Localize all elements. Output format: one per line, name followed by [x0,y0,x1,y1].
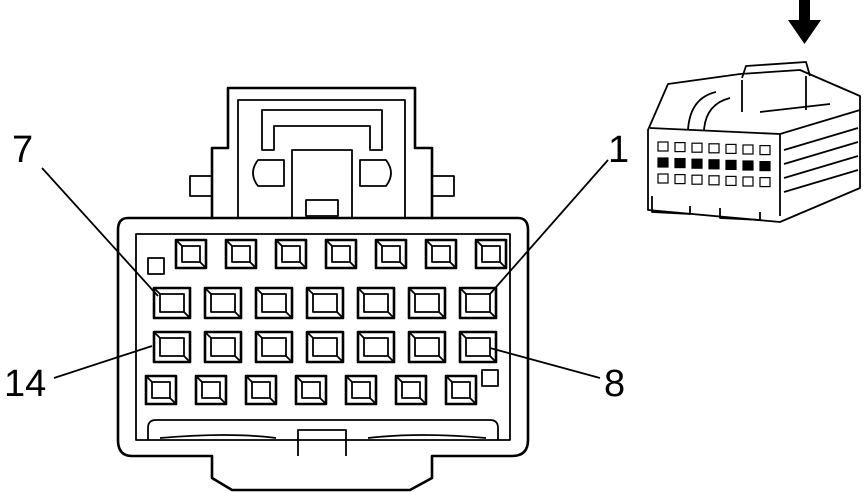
thumb-cavity [657,173,669,184]
thumb-cavity [742,176,754,187]
thumb-cavity [742,160,754,171]
lower-aux-cavity [144,374,178,406]
pin-cavity [458,330,498,364]
thumb-cavity [759,161,771,172]
pin-cavity [254,330,294,364]
pin-label-8: 8 [604,363,625,405]
pin-cavity [254,286,294,320]
thumb-cavity [674,174,686,185]
thumb-cavity [742,144,754,155]
thumb-cavity [708,175,720,186]
pin-cavity [356,330,396,364]
thumb-cavity [691,158,703,169]
latch-inner [237,99,406,218]
lower-aux-cavity [344,374,378,406]
bottom-keyway [297,429,347,456]
upper-aux-cavity [424,238,458,270]
latch-housing [210,86,434,220]
lower-aux-cavity [444,374,478,406]
thumb-face [649,109,861,216]
bottom-rail [147,419,499,440]
housing-outline [116,216,530,492]
thumb-curve-1 [687,91,731,131]
bottom-groove-right [367,434,487,439]
connector-face [116,86,530,492]
pin-label-14: 14 [4,363,46,405]
latch-tab-right [359,159,392,187]
thumb-cavity [725,175,737,186]
thumb-cavity-grid [657,141,771,188]
housing-inner-outline [135,233,511,441]
thumb-cavity [674,158,686,169]
pin-cavity [203,286,243,320]
latch-side-left [189,175,213,197]
pin-cavity [152,286,192,320]
thumb-cavity [691,142,703,153]
connector-isometric-thumbnail [647,61,861,223]
lower-aux-cavity [294,374,328,406]
key-mark-bottom [481,369,499,387]
leader-pin-1 [489,159,609,295]
lower-aux-cavity [244,374,278,406]
latch-tab-left [252,159,285,187]
thumb-cavity [691,174,703,185]
lower-aux-cavity [394,374,428,406]
upper-aux-cavity [324,238,358,270]
bottom-groove-left [159,434,277,439]
pin-cavity [407,286,447,320]
leader-pin-14 [53,345,153,379]
thumb-cavity [708,159,720,170]
cavity-grid [144,238,508,406]
pin-label-1: 1 [608,129,629,171]
callout-leaders [41,159,609,379]
thumb-cavity [725,159,737,170]
latch-side-right [431,175,455,197]
thumb-side-ribs [783,127,859,193]
leader-pin-7 [41,167,159,297]
thumb-top-latch [741,61,811,79]
thumb-cavity [657,157,669,168]
leader-pin-8 [489,347,601,379]
latch-arm [261,109,383,151]
thumb-latch-detail [741,76,831,113]
thumb-cavity [657,141,669,152]
key-mark-top [147,257,165,275]
pin-cavity [305,330,345,364]
lower-aux-cavity [194,374,228,406]
pin-label-7: 7 [12,129,33,171]
pin-cavity [152,330,192,364]
upper-aux-cavity [174,238,208,270]
thumb-feet [651,196,761,221]
latch-tongue [291,149,353,218]
pin-cavity [203,330,243,364]
thumb-cavity [759,145,771,156]
thumb-cavity [725,143,737,154]
pin-cavity [458,286,498,320]
thumb-cavity [674,142,686,153]
latch-slot [305,199,339,217]
thumb-cavity [759,177,771,188]
thumb-cavity [708,143,720,154]
upper-aux-cavity [224,238,258,270]
pin-cavity [407,330,447,364]
upper-aux-cavity [274,238,308,270]
down-arrow-icon [788,0,821,44]
upper-aux-cavity [374,238,408,270]
pin-cavity [305,286,345,320]
upper-aux-cavity [474,238,508,270]
pin-cavity [356,286,396,320]
